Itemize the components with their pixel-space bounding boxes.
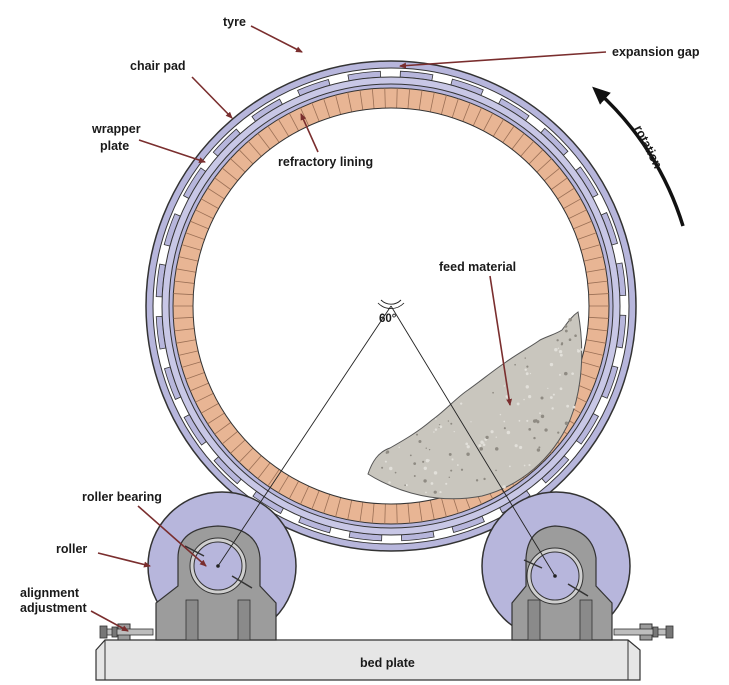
label-expansion-gap: expansion gap xyxy=(612,45,700,59)
refractory-bricks xyxy=(173,88,609,524)
alignment-bolt-right xyxy=(613,623,674,641)
leader-refractory-lining xyxy=(300,113,319,153)
leader-tyre xyxy=(250,25,303,53)
leader-alignment-adjustment xyxy=(90,610,129,632)
label-chair-pad: chair pad xyxy=(130,59,186,73)
leader-chair-pad xyxy=(191,76,233,119)
label-roller-bearing: roller bearing xyxy=(82,490,162,504)
label-wrapper-plate-line1: wrapper xyxy=(91,122,141,136)
label-refractory-lining: refractory lining xyxy=(278,155,373,169)
leader-wrapper-plate xyxy=(138,139,206,163)
label-rotation: rotation xyxy=(631,123,665,171)
rotation-arrow xyxy=(592,86,685,227)
label-feed-material: feed material xyxy=(439,260,516,274)
feed-material xyxy=(367,311,583,500)
alignment-bolt-left xyxy=(99,623,154,641)
label-wrapper-plate-line2: plate xyxy=(100,139,129,153)
label-roller: roller xyxy=(56,542,87,556)
label-angle: 60° xyxy=(379,313,397,325)
leader-feed-material xyxy=(489,275,513,406)
leader-roller-bearing xyxy=(137,505,207,567)
feed-texture xyxy=(381,318,583,494)
leader-roller xyxy=(97,552,151,568)
label-alignment-adjustment-line2: adjustment xyxy=(20,601,88,615)
label-tyre: tyre xyxy=(223,15,246,29)
label-bed-plate: bed plate xyxy=(360,656,415,670)
label-alignment-adjustment-line1: alignment xyxy=(20,586,80,600)
leader-expansion-gap xyxy=(399,51,607,69)
angle-construction-lines xyxy=(217,299,556,577)
